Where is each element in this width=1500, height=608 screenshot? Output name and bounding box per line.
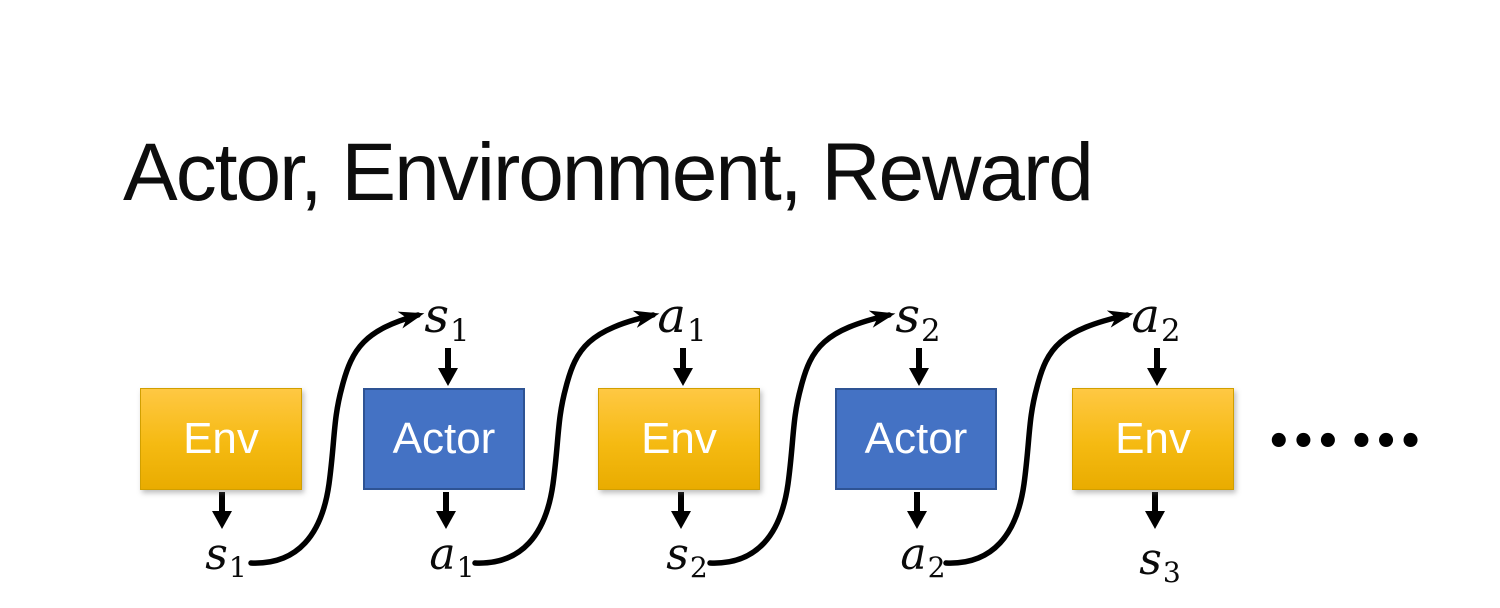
env-box-2: Env xyxy=(598,388,760,490)
math-sub: 1 xyxy=(687,312,707,349)
env-box-3: Env xyxy=(1072,388,1234,490)
math-var: a xyxy=(429,529,456,580)
input-arrow-env3 xyxy=(1147,348,1167,386)
top-label-a1: a1 xyxy=(657,292,706,346)
math-var: a xyxy=(900,529,927,580)
math-var: a xyxy=(657,288,687,344)
math-sub: 2 xyxy=(689,550,708,584)
output-arrow-actor2 xyxy=(907,492,927,529)
output-arrow-actor1 xyxy=(436,492,456,529)
math-var: a xyxy=(1131,288,1161,344)
bottom-label-s2: s2 xyxy=(666,533,708,582)
math-sub: 2 xyxy=(921,312,941,349)
input-arrow-env2 xyxy=(673,348,693,386)
top-label-s2: s2 xyxy=(895,292,940,346)
math-sub: 2 xyxy=(927,550,946,584)
math-var: s xyxy=(424,288,450,344)
env-box-1: Env xyxy=(140,388,302,490)
math-sub: 1 xyxy=(228,550,247,584)
actor-box-1: Actor xyxy=(363,388,525,490)
input-arrow-actor1 xyxy=(438,348,458,386)
page-title: Actor, Environment, Reward xyxy=(123,127,1094,218)
math-var: s xyxy=(666,529,689,580)
continuation-dots: ••• ••• xyxy=(1266,419,1423,465)
output-arrow-env1 xyxy=(212,492,232,529)
math-sub: 1 xyxy=(450,312,470,349)
actor-box-2: Actor xyxy=(835,388,997,490)
math-sub: 3 xyxy=(1162,555,1181,589)
math-sub: 1 xyxy=(456,550,475,584)
top-label-a2: a2 xyxy=(1131,292,1180,346)
bottom-label-a2: a2 xyxy=(900,533,945,582)
input-arrow-actor2 xyxy=(909,348,929,386)
math-var: s xyxy=(1139,534,1162,585)
math-var: s xyxy=(895,288,921,344)
top-label-s1: s1 xyxy=(424,292,469,346)
bottom-label-s3: s3 xyxy=(1139,538,1181,587)
math-var: s xyxy=(205,529,228,580)
math-sub: 2 xyxy=(1161,312,1181,349)
output-arrow-env2 xyxy=(671,492,691,529)
bottom-label-s1: s1 xyxy=(205,533,247,582)
output-arrow-env3 xyxy=(1145,492,1165,529)
bottom-label-a1: a1 xyxy=(429,533,474,582)
